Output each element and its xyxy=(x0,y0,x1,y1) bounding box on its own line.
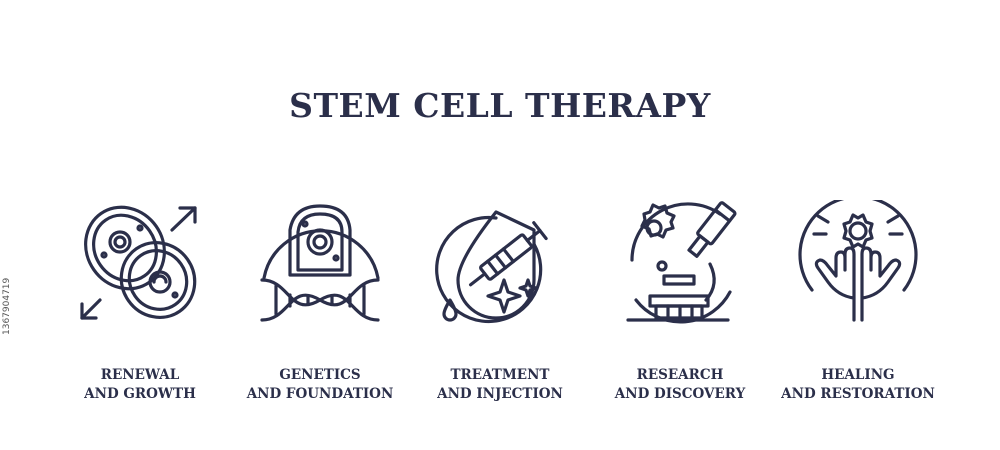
side-id-text: 1367904719 xyxy=(2,277,12,335)
cell-dna-icon xyxy=(250,200,390,330)
healing-hands-icon xyxy=(788,200,928,330)
page-title: STEM CELL THERAPY xyxy=(289,86,711,125)
syringe-drop-icon xyxy=(430,200,570,330)
microscope-icon xyxy=(610,200,750,330)
dividing-cells-icon xyxy=(70,200,210,330)
